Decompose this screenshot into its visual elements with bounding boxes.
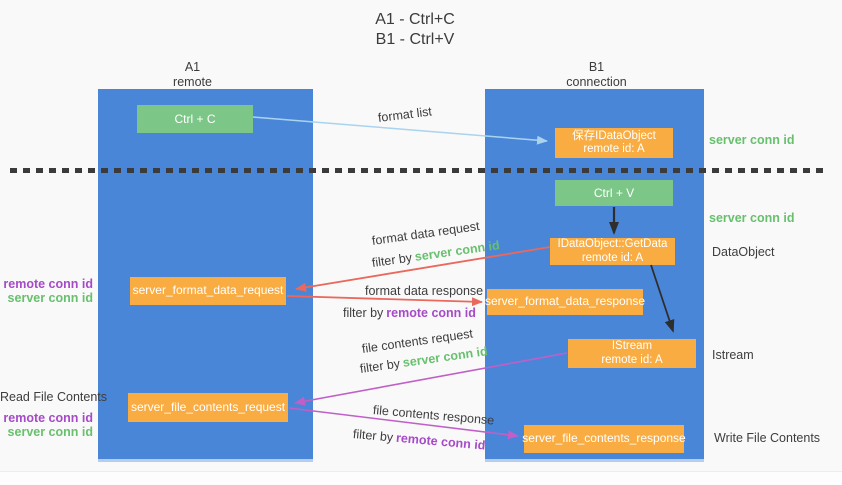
lifeline-header-b1: B1 connection — [487, 60, 706, 90]
filter-by-text: filter by — [343, 306, 384, 320]
remote-conn-id-text: remote conn id — [386, 306, 476, 320]
lifeline-b1-name: B1 — [588, 60, 605, 74]
title-line-1: A1 - Ctrl+C — [375, 11, 455, 28]
remote-conn-id-label-upper: remote conn id — [3, 277, 93, 291]
title-line-2: B1 - Ctrl+V — [375, 31, 455, 48]
diagram-title: A1 - Ctrl+C B1 - Ctrl+V — [340, 10, 490, 50]
istream-line2: remote id: A — [601, 353, 663, 366]
file-contents-response-label: file contents response — [372, 403, 495, 428]
getdata-line2: remote id: A — [581, 251, 644, 264]
istream-object-box: IStream remote id: A — [568, 339, 696, 368]
save-dataobject-box: 保存IDataObject remote id: A — [555, 128, 673, 158]
lifeline-b1-role: connection — [566, 75, 627, 89]
format-list-label: format list — [377, 104, 433, 125]
lifeline-a1-role: remote — [173, 75, 212, 89]
server-conn-id-label-middle: server conn id — [709, 211, 795, 225]
server-format-data-response-box: server_format_data_response — [485, 289, 645, 315]
save-dataobject-line1: 保存IDataObject — [572, 129, 656, 142]
bottom-edge — [0, 471, 842, 485]
format-data-response-label: format data response — [365, 284, 484, 298]
istream-label: Istream — [712, 348, 754, 362]
idataobject-getdata-box: IDataObject::GetData remote id: A — [550, 238, 675, 265]
getdata-line1: IDataObject::GetData — [557, 238, 668, 250]
server-conn-id-label-top: server conn id — [709, 133, 795, 147]
dataobject-label: DataObject — [712, 245, 775, 259]
server-format-data-request-box: server_format_data_request — [130, 277, 286, 305]
write-file-contents-label: Write File Contents — [714, 431, 821, 445]
server-conn-id-label-upper-left: server conn id — [7, 291, 93, 305]
lifeline-a1-name: A1 — [184, 60, 201, 74]
server-file-contents-response-box: server_file_contents_response — [522, 425, 686, 453]
filter-by-text: filter by — [371, 250, 413, 270]
read-file-contents-label: Read File Contents — [0, 390, 108, 404]
filter-by-text: filter by — [352, 427, 394, 445]
server-conn-id-label-lower-left: server conn id — [7, 425, 93, 439]
ctrl-c-action-box: Ctrl + C — [137, 105, 253, 133]
filter-by-text: filter by — [359, 356, 401, 376]
dotted-separator-line — [10, 168, 826, 173]
remote-conn-id-text: remote conn id — [395, 430, 486, 453]
istream-line1: IStream — [611, 340, 653, 352]
remote-conn-id-label-lower: remote conn id — [3, 411, 93, 425]
save-dataobject-line2: remote id: A — [583, 143, 645, 155]
lifeline-header-a1: A1 remote — [85, 60, 300, 90]
server-file-contents-request-box: server_file_contents_request — [128, 393, 288, 422]
ctrl-v-action-box: Ctrl + V — [555, 180, 673, 206]
